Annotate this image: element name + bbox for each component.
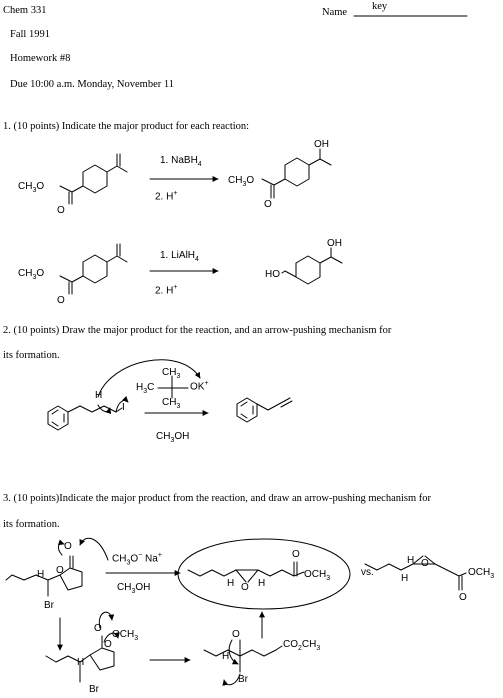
q1b-reagent2: 2. H+ — [155, 284, 178, 297]
q3-product-h-left: H — [227, 578, 235, 589]
q1a-product-oh: OH — [314, 139, 329, 150]
q1-prompt: 1. (10 points) Indicate the major produc… — [3, 121, 250, 132]
name-value: key — [372, 1, 388, 12]
q2-base-ok: OK+ — [190, 380, 209, 393]
course-label: Chem 331 — [3, 5, 47, 16]
q1b-product-ring — [295, 255, 321, 285]
q3-product-h-right: H — [258, 578, 266, 589]
q3-product-carbonyl-o: O — [292, 549, 300, 560]
q1a-reagent2: 2. H+ — [155, 190, 178, 203]
q3-vs: vs. — [361, 567, 374, 578]
q1a-start-ester-bond — [71, 185, 84, 193]
q1b-product-ho: HO — [265, 269, 280, 280]
q3-product-ester: OCH3 — [304, 569, 331, 583]
q1a-start-carbonyl-o: O — [57, 205, 65, 216]
q3-alkoxide-co2ch3: CO2CH3 — [283, 639, 321, 653]
assignment-label: Homework #8 — [10, 53, 71, 64]
q2-i-label: I — [122, 402, 125, 413]
term-label: Fall 1991 — [10, 29, 50, 40]
q3-prompt-line2: its formation. — [3, 519, 60, 530]
q1a-start-ketone-bond — [106, 165, 118, 173]
q3-alkoxide-br: Br — [238, 674, 248, 685]
q2-phenyl-ring — [47, 405, 69, 431]
q3-solvent: CH3OH — [117, 582, 151, 596]
q3-alkoxide-h: H — [222, 651, 230, 662]
name-label: Name — [322, 7, 348, 18]
q1b-start-ester-label: CH3O — [18, 268, 45, 282]
q2-prompt-line2: its formation. — [3, 350, 60, 361]
q3-inter-ring — [89, 647, 115, 671]
q1a-product-ring — [284, 157, 310, 187]
q1a-start-ring — [82, 164, 108, 194]
q3-alt-h-bottom: H — [401, 573, 409, 584]
q2-base-ch3-top: CH3 — [162, 367, 181, 381]
q2-mechanism-arrow-base — [97, 359, 201, 398]
q1b-product-oh: OH — [327, 238, 342, 249]
q1a-product-ester-label: CH3O — [228, 175, 255, 189]
q3-inter-ring-o: O — [104, 639, 112, 650]
q1a-product-carbonyl-o: O — [264, 199, 272, 210]
q3-product-chain — [187, 569, 201, 577]
q2-mechanism-arrow-bond — [97, 404, 112, 415]
q3-start-br: Br — [44, 600, 54, 611]
q3-inter-br: Br — [89, 684, 99, 695]
q1b-start-carbonyl-o: O — [57, 295, 65, 306]
q3-start-h: H — [37, 569, 45, 580]
q2-solvent: CH3OH — [156, 431, 190, 445]
q3-reagent: CH3O− Na+ — [112, 552, 162, 567]
q3-alt-h-left: H — [407, 555, 415, 566]
q2-prompt-line1: 2. (10 points) Draw the major product fo… — [3, 325, 392, 336]
q3-alkoxide-o: O — [232, 629, 240, 640]
q3-alt-chain — [364, 563, 378, 571]
q3-start-ring-o: O — [56, 565, 64, 576]
q3-alt-carbonyl-o: O — [459, 592, 467, 603]
q3-product-epoxide-o: O — [241, 582, 249, 593]
due-label: Due 10:00 a.m. Monday, November 11 — [10, 79, 174, 90]
q3-alkoxide-chain — [203, 649, 217, 657]
q3-start-carbonyl-o: O — [64, 541, 72, 552]
q3-start-lactone-ring — [59, 567, 83, 591]
q1a-start-ester-label: CH3O — [18, 181, 45, 195]
q3-nucleophile-arrow — [79, 537, 109, 561]
q1a-reagent1: 1. NaBH4 — [160, 155, 202, 169]
q2-product-ring — [236, 397, 258, 423]
q2-mechanism-arrow-leaving — [115, 396, 129, 413]
q3-alt-ester: OCH3 — [468, 567, 495, 581]
q3-inter-och3: OCH3 — [112, 629, 139, 643]
q3-prompt-line1: 3. (10 points)Indicate the major product… — [3, 493, 432, 504]
q3-product-ellipse — [177, 538, 351, 610]
q1b-start-ring — [82, 254, 108, 284]
q1b-reagent1: 1. LiAlH4 — [160, 250, 199, 264]
q3-inter-h: H — [77, 657, 85, 668]
q3-inter-o-minus: O — [94, 623, 102, 634]
q2-base-ch3-bottom: CH3 — [162, 397, 181, 411]
q2-base-h3c: H3C — [136, 382, 155, 396]
